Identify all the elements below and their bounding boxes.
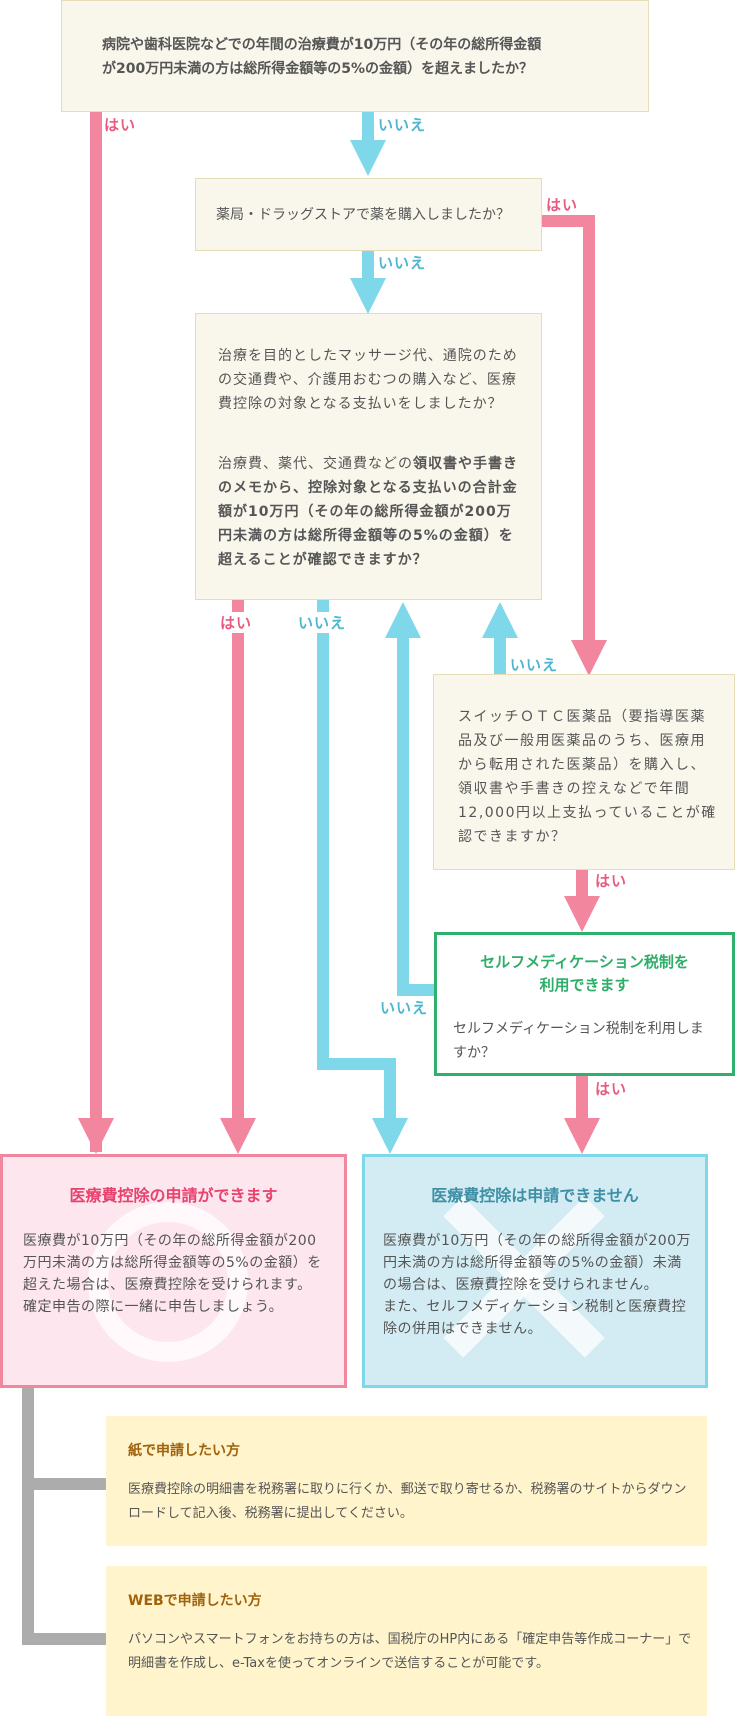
- yes-arrow-q1-shaft: [90, 112, 102, 1152]
- connector-branch-web: [22, 1633, 106, 1645]
- no-arrow-q4-shaft: [494, 636, 506, 676]
- no-label: いいえ: [378, 254, 427, 272]
- no-arrow-q3-head: [372, 1118, 408, 1154]
- yes-label: はい: [220, 612, 253, 633]
- no-arrow-q2-shaft: [362, 251, 374, 281]
- yes-label: はい: [595, 872, 628, 890]
- no-label: いいえ: [510, 656, 559, 674]
- yes-arrow-q4-head: [564, 896, 600, 932]
- no-arrow-q3-shaft: [317, 600, 329, 1070]
- method-web: WEBで申請したい方 パソコンやスマートフォンをお持ちの方は、国税庁のHP内にあ…: [106, 1566, 707, 1716]
- method-body: 医療費控除の明細書を税務署に取りに行くか、郵送で取り寄せるか、税務署のサイトから…: [128, 1482, 687, 1521]
- no-label: いいえ: [380, 999, 429, 1017]
- method-title: WEBで申請したい方: [128, 1593, 262, 1609]
- yes-arrow-q2-horizontal: [542, 215, 594, 227]
- yes-arrow-q4-shaft: [576, 870, 588, 900]
- question-box-switch-otc: スイッチＯＴＣ医薬品（要指導医薬品及び一般用医薬品のうち、医療用から転用された医…: [433, 674, 735, 870]
- yes-label: はい: [104, 116, 137, 134]
- question-box-other-expenses: 治療を目的としたマッサージ代、通院のための交通費や、介護用おむつの購入など、医療…: [195, 313, 542, 600]
- yes-label: はい: [546, 196, 579, 214]
- no-arrow-q3-shaft2: [384, 1058, 396, 1120]
- no-arrow-q4-head: [482, 602, 518, 638]
- result-title: 医療費控除の申請ができます: [69, 1186, 278, 1205]
- no-arrow-q5-head: [385, 602, 421, 638]
- yes-arrow-q2-head: [571, 640, 607, 676]
- result-cannot-apply: 医療費控除は申請できません 医療費が10万円（その年の総所得金額が200万円未満…: [362, 1154, 708, 1388]
- connector-branch-paper: [22, 1478, 106, 1490]
- result-body: 医療費が10万円（その年の総所得金額が200万円未満の方は総所得金額等の5%の金…: [23, 1233, 322, 1315]
- method-title: 紙で申請したい方: [128, 1443, 240, 1459]
- no-label: いいえ: [378, 116, 427, 134]
- question-box-hospital-expenses: 病院や歯科医院などでの年間の治療費が10万円（その年の総所得金額 が200万円未…: [61, 0, 649, 112]
- question-text-para1: 治療を目的としたマッサージ代、通院のための交通費や、介護用おむつの購入など、医療…: [218, 348, 518, 412]
- self-medication-box: セルフメディケーション税制を 利用できます セルフメディケーション税制を利用しま…: [434, 932, 735, 1076]
- method-paper: 紙で申請したい方 医療費控除の明細書を税務署に取りに行くか、郵送で取り寄せるか、…: [106, 1416, 707, 1546]
- question-text: 病院や歯科医院などでの年間の治療費が10万円（その年の総所得金額 が200万円未…: [102, 37, 542, 77]
- no-arrow-q3-horizontal: [317, 1058, 396, 1070]
- yes-arrow-q3-head: [220, 1118, 256, 1154]
- method-body: パソコンやスマートフォンをお持ちの方は、国税庁のHP内にある「確定申告等作成コー…: [128, 1632, 692, 1671]
- no-arrow-q5-horizontal: [397, 984, 435, 996]
- result-can-apply: 医療費控除の申請ができます 医療費が10万円（その年の総所得金額が200万円未満…: [0, 1154, 347, 1388]
- connector-vertical: [22, 1388, 34, 1643]
- yes-arrow-q2-shaft: [583, 215, 595, 645]
- no-arrow-q2-head: [350, 278, 386, 314]
- self-medication-title: セルフメディケーション税制を 利用できます: [480, 953, 689, 994]
- yes-arrow-q5-shaft: [576, 1076, 588, 1120]
- question-box-pharmacy: 薬局・ドラッグストアで薬を購入しましたか？: [195, 178, 542, 251]
- no-arrow-q1-head: [350, 140, 386, 176]
- no-label: いいえ: [298, 612, 347, 633]
- question-text: スイッチＯＴＣ医薬品（要指導医薬品及び一般用医薬品のうち、医療用から転用された医…: [458, 709, 717, 845]
- no-arrow-q1-shaft: [362, 112, 374, 142]
- yes-arrow-q3-shaft: [232, 600, 244, 1120]
- self-medication-question: セルフメディケーション税制を利用しますか？: [453, 1021, 704, 1061]
- yes-arrow-q1-head: [78, 1118, 114, 1154]
- yes-arrow-q5-head: [564, 1118, 600, 1154]
- question-text-para2: 治療費、薬代、交通費などの領収書や手書きのメモから、控除対象となる支払いの合計金…: [218, 456, 518, 568]
- no-arrow-q5-shaft: [397, 636, 409, 994]
- result-body: 医療費が10万円（その年の総所得金額が200万円未満の方は総所得金額等の5%の金…: [383, 1233, 692, 1337]
- result-title: 医療費控除は申請できません: [431, 1186, 639, 1205]
- question-text: 薬局・ドラッグストアで薬を購入しましたか？: [216, 207, 510, 223]
- yes-label: はい: [595, 1080, 628, 1098]
